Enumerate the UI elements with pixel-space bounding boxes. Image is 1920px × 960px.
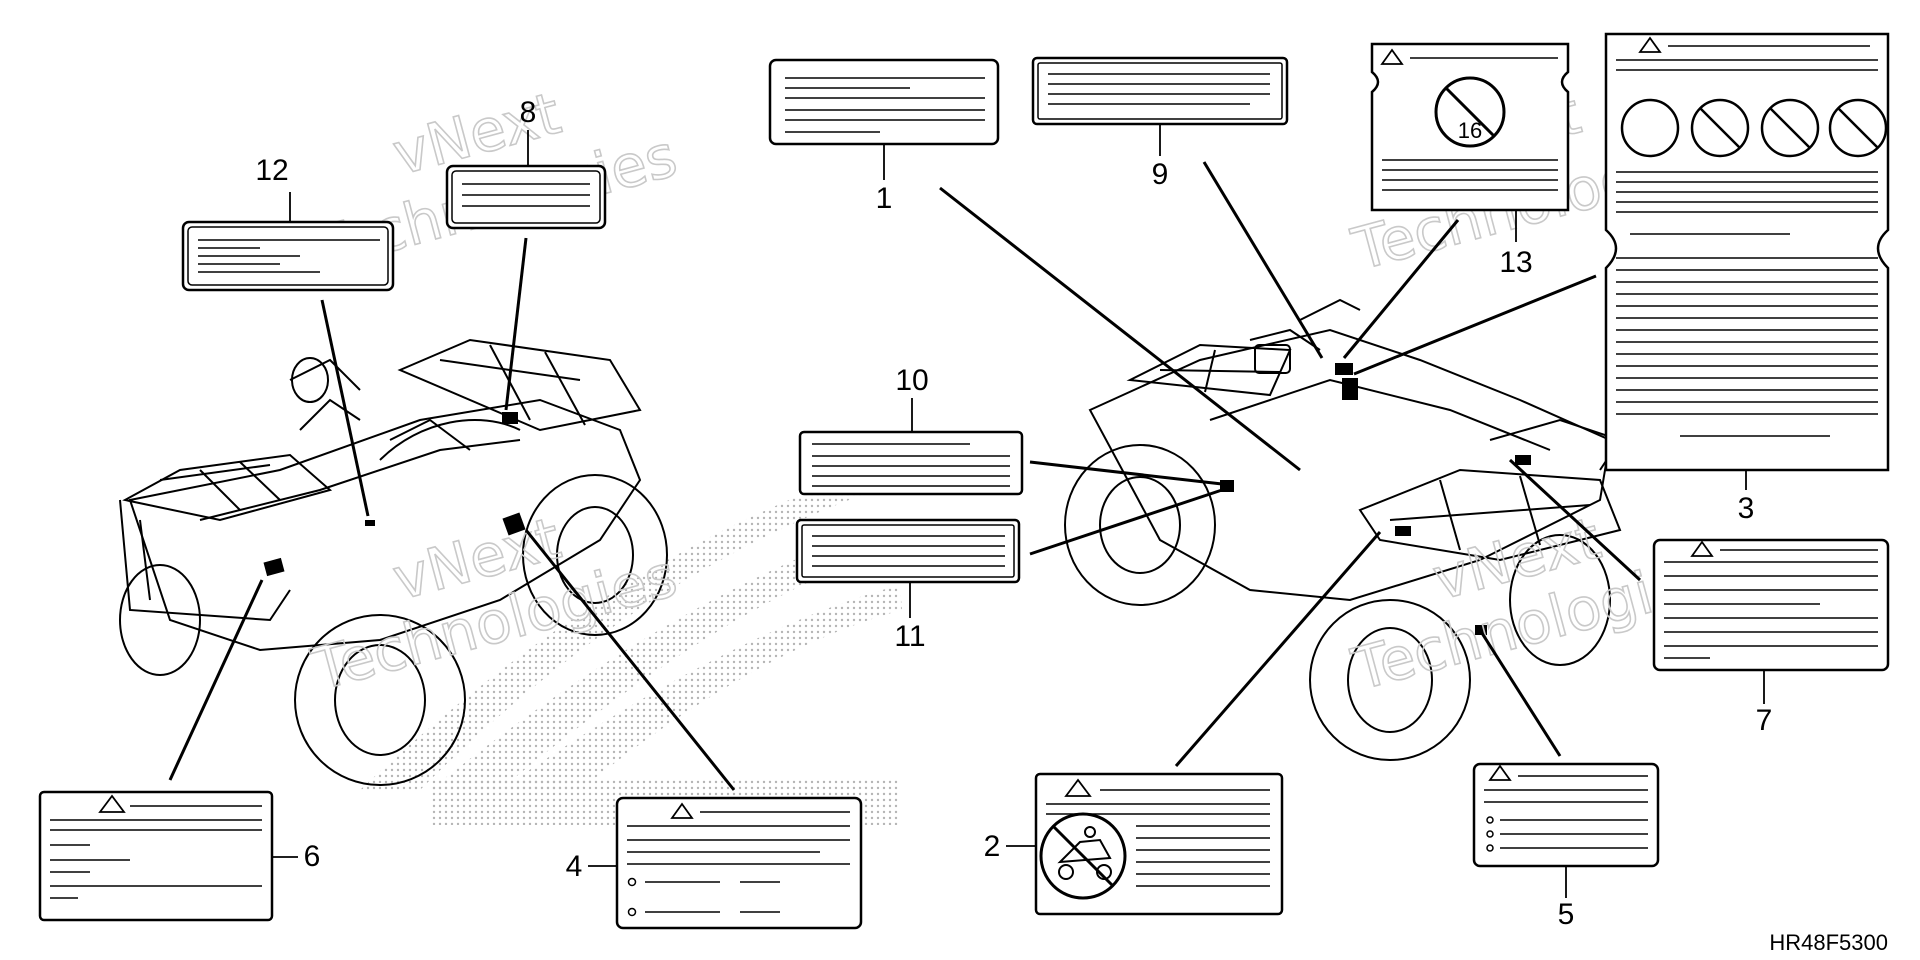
- no-entry-circle-icon: [1620, 98, 1888, 158]
- warning-triangle-icon: [98, 794, 126, 813]
- warning-triangle-icon: [1380, 48, 1404, 65]
- leader-13: [1342, 219, 1460, 359]
- leader-4: [524, 529, 736, 791]
- warning-triangle-icon: [670, 802, 694, 819]
- atv-rear-view: [1064, 298, 1622, 761]
- callout-7: 7: [1756, 704, 1773, 737]
- label-1[interactable]: [768, 58, 1000, 146]
- leader-3: [1353, 274, 1597, 376]
- label-4[interactable]: [615, 796, 863, 930]
- label-2[interactable]: [1034, 772, 1284, 916]
- label-9[interactable]: [1031, 56, 1289, 126]
- leader-10: [1029, 460, 1223, 486]
- warning-triangle-icon: [1064, 778, 1092, 797]
- callout-6: 6: [304, 840, 321, 873]
- label-13[interactable]: 16: [1370, 42, 1570, 212]
- no-passenger-icon: [1039, 812, 1127, 900]
- callout-4: 4: [566, 850, 583, 883]
- label-10[interactable]: [798, 430, 1024, 496]
- label-6[interactable]: [38, 790, 274, 922]
- label-11[interactable]: [795, 518, 1021, 584]
- callout-12: 12: [255, 154, 288, 187]
- warning-triangle-icon: [1690, 540, 1714, 557]
- callout-9: 9: [1152, 158, 1169, 191]
- callout-2: 2: [984, 830, 1001, 863]
- leader-5: [1478, 629, 1562, 757]
- callout-1: 1: [876, 182, 893, 215]
- leader-7: [1508, 458, 1642, 582]
- leader-11: [1029, 488, 1223, 556]
- leader-1: [939, 186, 1301, 472]
- callout-11: 11: [894, 620, 925, 653]
- leader-2: [1174, 531, 1382, 767]
- label-7[interactable]: [1652, 538, 1890, 672]
- age-limit-text: 16: [1458, 118, 1482, 143]
- label-8[interactable]: [445, 164, 607, 230]
- callout-10: 10: [895, 364, 928, 397]
- label-3[interactable]: [1604, 32, 1890, 472]
- callout-8: 8: [520, 96, 537, 129]
- callout-5: 5: [1558, 898, 1575, 931]
- atv-front-view: [119, 338, 668, 786]
- warning-triangle-icon: [1488, 764, 1512, 781]
- label-5[interactable]: [1472, 762, 1660, 868]
- leader-12: [320, 299, 370, 517]
- warning-triangle-icon: [1638, 36, 1662, 53]
- leader-9: [1202, 161, 1324, 359]
- label-12[interactable]: [181, 220, 395, 292]
- no-entry-circle-icon: [1434, 76, 1506, 148]
- part-code: HR48F5300: [1769, 930, 1888, 955]
- leader-8: [504, 237, 528, 411]
- callout-13: 13: [1499, 246, 1532, 279]
- callout-3: 3: [1738, 492, 1755, 525]
- leader-6: [168, 579, 264, 781]
